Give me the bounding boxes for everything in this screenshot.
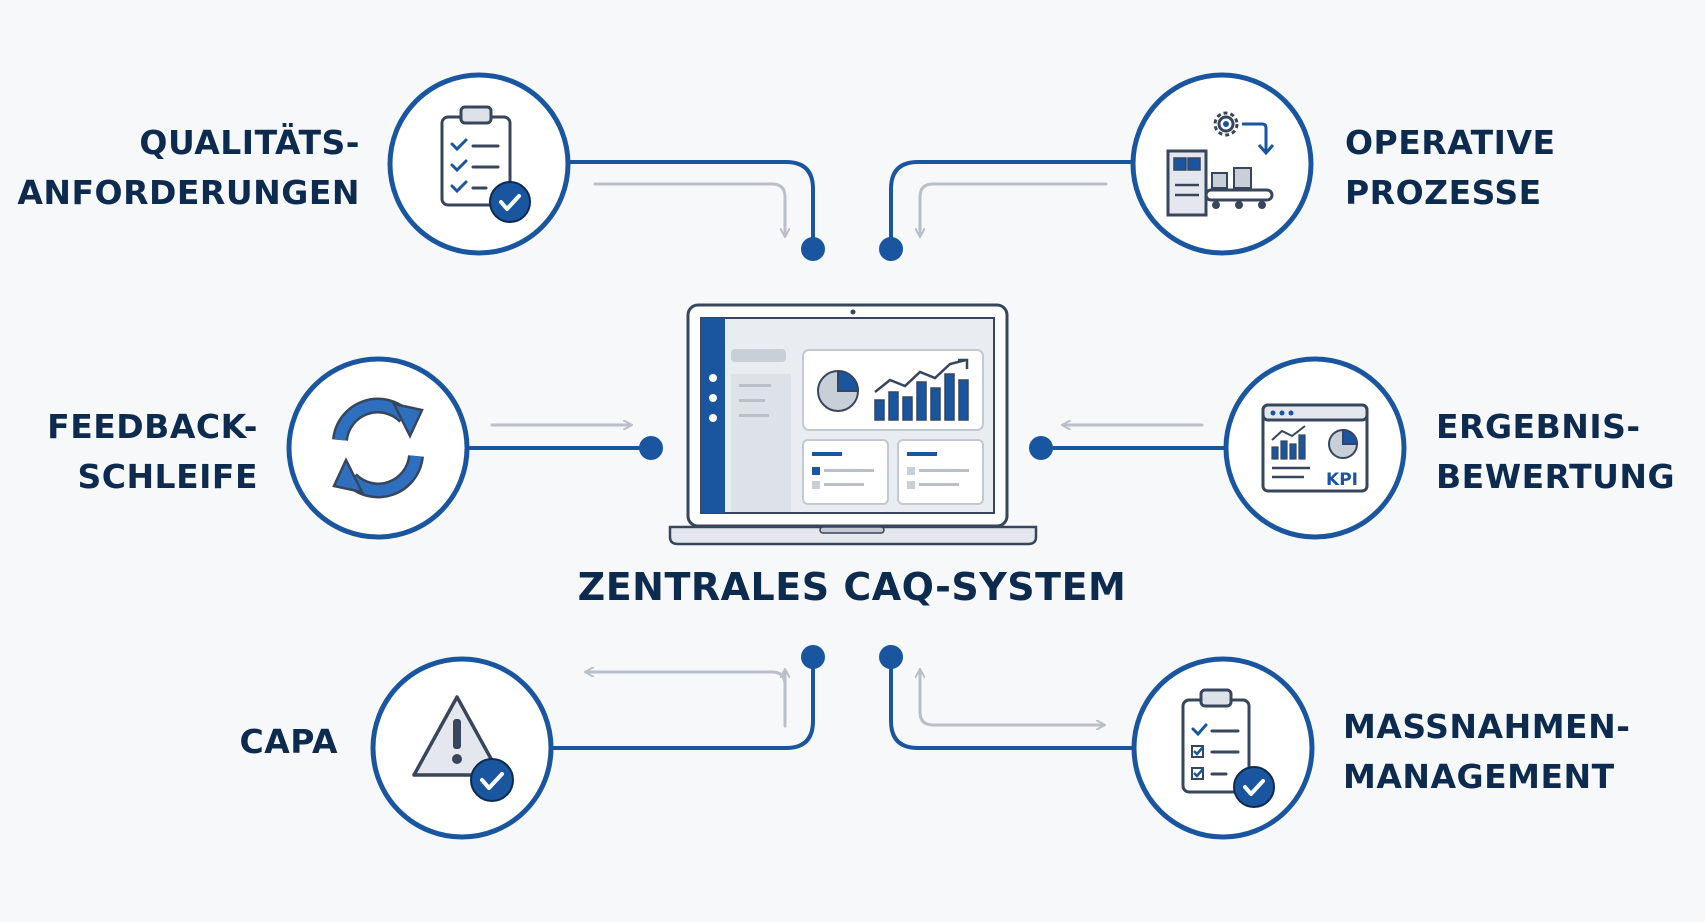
label-line: BEWERTUNG [1436,457,1676,496]
label-action-management: MASSNAHMEN- MANAGEMENT [1343,702,1630,802]
connector-dot [879,237,903,261]
refresh-cycle-icon [332,397,424,499]
flow-arrow-out-bottom-left [586,672,787,728]
flow-arrow-out-bottom-right [918,668,1104,725]
label-result-evaluation: ERGEBNIS- BEWERTUNG [1436,402,1675,502]
connector-dot [801,645,825,669]
connector-dots [639,237,1053,669]
label-line: PROZESSE [1345,173,1542,212]
flow-arrow-in-top-left [593,182,785,236]
center-title: ZENTRALES CAQ-SYSTEM [577,565,1127,609]
connector-dot [801,237,825,261]
kpi-report-icon: KPI [1261,403,1369,493]
label-operative-processes: OPERATIVE PROZESSE [1345,118,1556,218]
connector-quality-requirements [565,160,815,251]
flow-arrow-in-top-right [920,182,1108,236]
label-capa: CAPA [240,717,338,767]
node-quality-requirements [387,72,571,256]
warning-check-icon [412,695,514,802]
node-capa [370,656,554,840]
label-quality-requirements: QUALITÄTS- ANFORDERUNGEN [17,118,360,218]
connector-action-management [889,655,1137,750]
gear-icon [1213,111,1239,137]
label-line: MASSNAHMEN- [1343,707,1631,746]
node-feedback-loop [286,356,470,540]
connector-dot [639,436,663,460]
laptop-dashboard-icon [668,303,1038,546]
node-action-management [1131,656,1315,840]
connector-dot [1029,436,1053,460]
label-line: ERGEBNIS- [1436,407,1641,446]
clipboard-tasks-icon [1181,688,1275,808]
kpi-badge-text: KPI [1326,470,1358,490]
clipboard-checklist-icon [440,105,531,223]
label-line: SCHLEIFE [77,457,258,496]
label-line: OPERATIVE [1345,123,1556,162]
label-line: FEEDBACK- [47,407,258,446]
connector-lines [460,160,1231,750]
connector-operative-processes [889,160,1135,251]
flow-arrows [490,182,1204,728]
node-operative-processes [1130,72,1314,256]
factory-conveyor-icon [1166,111,1275,217]
connector-dot [879,645,903,669]
node-result-evaluation: KPI [1223,356,1407,540]
label-line: QUALITÄTS- [139,123,360,162]
label-line: ANFORDERUNGEN [17,173,360,212]
label-line: MANAGEMENT [1343,757,1615,796]
label-line: CAPA [239,722,338,761]
connector-capa [549,655,815,750]
label-feedback-loop: FEEDBACK- SCHLEIFE [47,402,258,502]
